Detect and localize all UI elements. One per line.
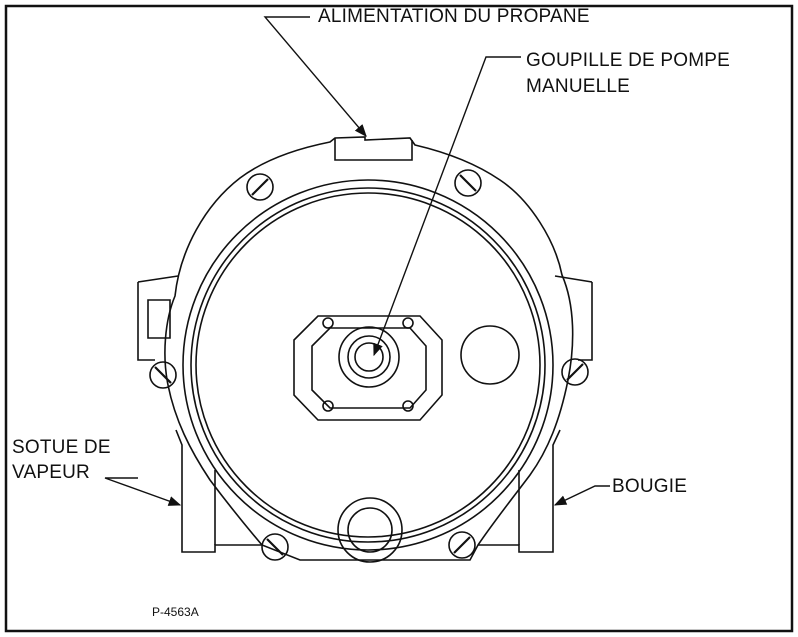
- pump-pin-label-line1: GOUPILLE DE POMPE: [526, 50, 731, 71]
- callout-leaders: [104, 16, 610, 506]
- screw-slots: [154, 174, 584, 556]
- pin-leader: [373, 56, 521, 357]
- spark-plug-label: BOUGIE: [612, 476, 688, 497]
- figure-code: P-4563A: [152, 605, 199, 619]
- regulator-housing: [137, 136, 593, 563]
- propane-supply-label: ALIMENTATION DU PROPANE: [318, 6, 590, 27]
- vapor-outlet-label-line1: SOTUE DE: [12, 437, 111, 458]
- vapor-outlet-label-line2: VAPEUR: [12, 462, 90, 483]
- pump-pin-label-line2: MANUELLE: [526, 76, 631, 97]
- figure-frame: [4, 4, 794, 633]
- spark-leader: [553, 485, 610, 506]
- vapor-leader: [104, 477, 182, 506]
- propane-leader: [263, 16, 367, 137]
